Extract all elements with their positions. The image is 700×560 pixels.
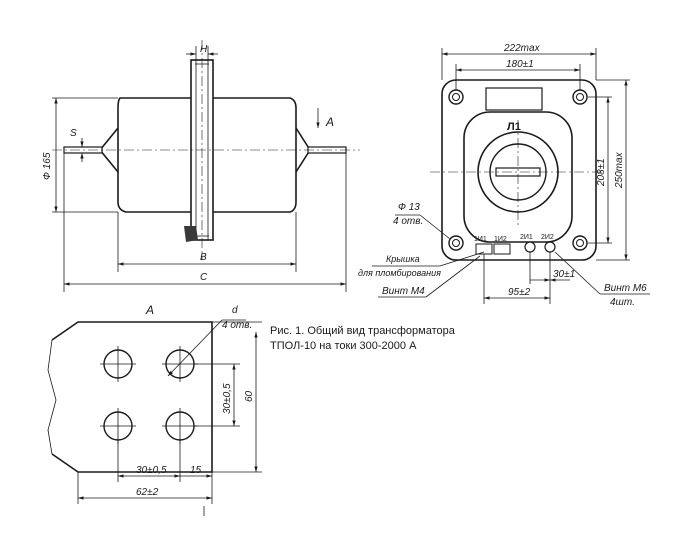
terminal-2i2: 2И2 bbox=[541, 234, 554, 241]
hole-count-label: 4 отв. bbox=[393, 216, 423, 227]
marking-l1: Л1 bbox=[507, 121, 521, 133]
dim-62-label: 62±2 bbox=[136, 487, 159, 498]
terminal-1i2: 1И2 bbox=[494, 236, 507, 243]
dim-c-label: C bbox=[200, 272, 208, 283]
screw-m4-label: Винт М4 bbox=[382, 286, 425, 297]
dim-d-label: d bbox=[232, 305, 238, 316]
cover-label-1: Крышка bbox=[386, 254, 420, 264]
view-a-arrow-label: A bbox=[325, 115, 334, 129]
detail-view-label: A bbox=[145, 303, 154, 317]
secondary-terminals bbox=[475, 241, 556, 255]
seal-cover bbox=[184, 226, 198, 242]
front-view: Л1 1И1 1И2 2И1 2И2 222max bbox=[358, 43, 650, 308]
side-view: H S Ф 165 B C A bbox=[42, 40, 360, 292]
cover-label-2: для пломбирования bbox=[358, 268, 441, 278]
dim-250-label: 250max bbox=[614, 151, 625, 189]
dim-s-label: S bbox=[70, 128, 77, 139]
screw-m6-count-label: 4шт. bbox=[610, 297, 635, 308]
dim-180-label: 180±1 bbox=[506, 59, 534, 70]
detail-hole-count: 4 отв. bbox=[222, 320, 252, 331]
dim-222-label: 222max bbox=[503, 43, 541, 54]
dim-15-label: 15 bbox=[190, 465, 202, 476]
hole-dia-label: Ф 13 bbox=[398, 202, 420, 213]
busbar-end bbox=[51, 321, 213, 473]
dim-95-label: 95±2 bbox=[508, 287, 531, 298]
dim-30-vert-label: 30±0,5 bbox=[222, 383, 233, 414]
figure-caption: Рис. 1. Общий вид трансформатора ТПОЛ-10… bbox=[270, 325, 456, 352]
dim-diameter-label: Ф 165 bbox=[42, 152, 53, 180]
dim-60-label: 60 bbox=[244, 390, 255, 402]
mounting-holes bbox=[448, 89, 588, 251]
dim-h-label: H bbox=[200, 44, 208, 55]
dim-30-horiz-label: 30±0,5 bbox=[136, 465, 167, 476]
dim-b-label: B bbox=[200, 252, 207, 263]
detail-view-a: A d 4 отв. 30±0,5 bbox=[47, 303, 262, 516]
dim-30-label: 30±1 bbox=[553, 269, 575, 280]
terminal-1i1: 1И1 bbox=[474, 236, 487, 243]
dim-208-label: 208±1 bbox=[596, 158, 607, 187]
caption-line-2: ТПОЛ-10 на токи 300-2000 А bbox=[270, 340, 417, 352]
terminal-2i1: 2И1 bbox=[520, 234, 533, 241]
screw-m6-label: Винт М6 bbox=[604, 283, 647, 294]
name-plate bbox=[485, 87, 543, 111]
caption-line-1: Рис. 1. Общий вид трансформатора bbox=[270, 325, 456, 337]
